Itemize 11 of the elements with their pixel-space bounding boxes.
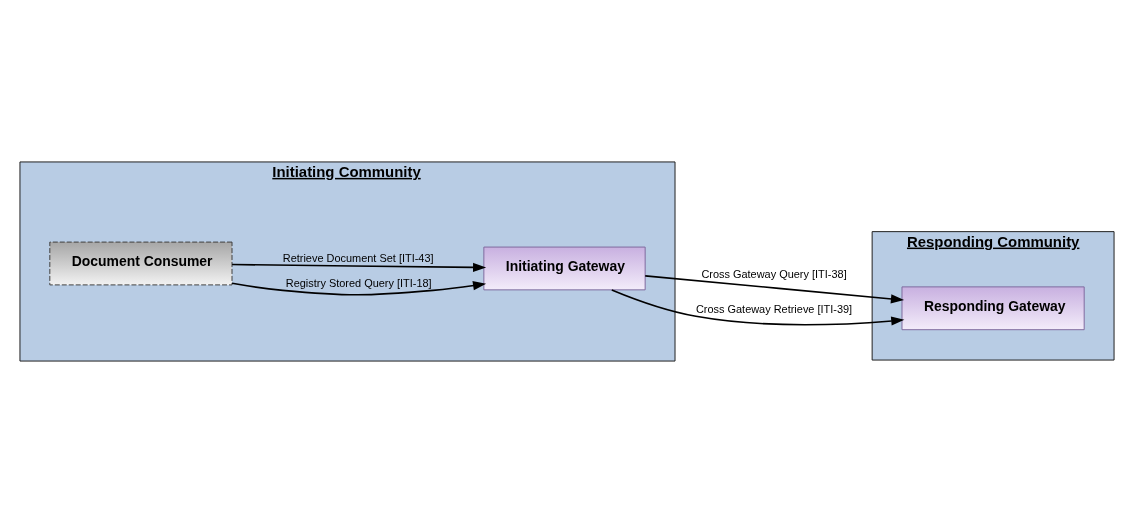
edge-label: Cross Gateway Query [ITI-38] <box>701 267 847 280</box>
arrow <box>231 280 487 296</box>
node-box: Initiating Gateway <box>483 246 646 290</box>
node-box: Document Consumer <box>49 241 233 285</box>
edge-label: Retrieve Document Set [ITI-43] <box>282 251 434 264</box>
edge-label: Registry Stored Query [ITI-18] <box>285 276 432 289</box>
arrow <box>231 262 487 272</box>
node-box: Responding Gateway <box>901 285 1085 330</box>
arrow <box>611 288 905 326</box>
edge-label: Cross Gateway Retrieve [ITI-39] <box>695 302 853 315</box>
arrow <box>644 274 905 303</box>
